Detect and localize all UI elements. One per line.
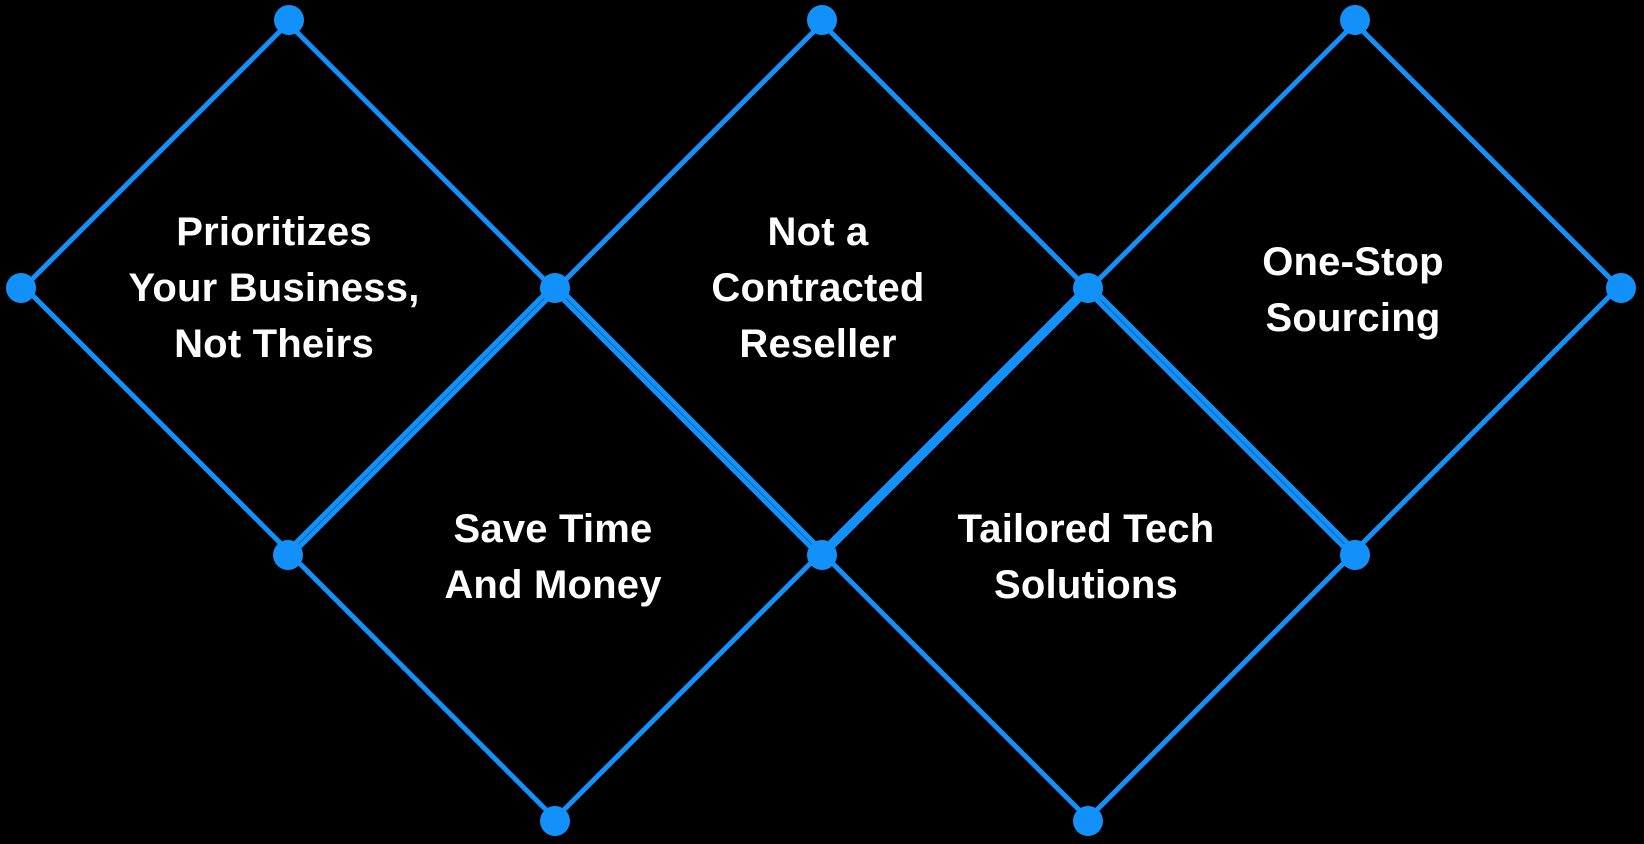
label-save-time-and-money: Save Time And Money — [444, 501, 661, 613]
label-tailored-tech-solutions: Tailored Tech Solutions — [958, 501, 1215, 613]
vertex-dot — [807, 540, 837, 570]
label-line: Tailored Tech — [957, 507, 1215, 551]
label-prioritizes-your-business: Prioritizes Your Business, Not Theirs — [128, 204, 419, 372]
vertex-dot — [1073, 273, 1103, 303]
vertex-dot — [1606, 273, 1636, 303]
vertex-dot — [6, 273, 36, 303]
label-line: Contracted — [711, 266, 925, 310]
vertex-dot — [274, 5, 304, 35]
label-line: Prioritizes — [176, 210, 372, 254]
label-not-a-contracted-reseller: Not a Contracted Reseller — [711, 204, 924, 372]
vertex-dot — [540, 273, 570, 303]
label-line: Solutions — [993, 563, 1179, 607]
vertex-dot — [807, 5, 837, 35]
label-line: Not a — [767, 210, 869, 254]
label-line: Reseller — [739, 322, 897, 366]
label-line: Sourcing — [1265, 296, 1441, 340]
vertex-dot — [540, 806, 570, 836]
vertex-dot — [1340, 540, 1370, 570]
label-line: Your Business, — [128, 266, 420, 310]
label-line: And Money — [444, 563, 662, 607]
vertex-dot — [1073, 806, 1103, 836]
label-line: Not Theirs — [174, 322, 374, 366]
label-one-stop-sourcing: One-Stop Sourcing — [1262, 234, 1444, 346]
vertex-dot — [273, 540, 303, 570]
label-line: Save Time — [453, 507, 653, 551]
label-line: One-Stop — [1262, 240, 1444, 284]
vertex-dot — [1340, 5, 1370, 35]
